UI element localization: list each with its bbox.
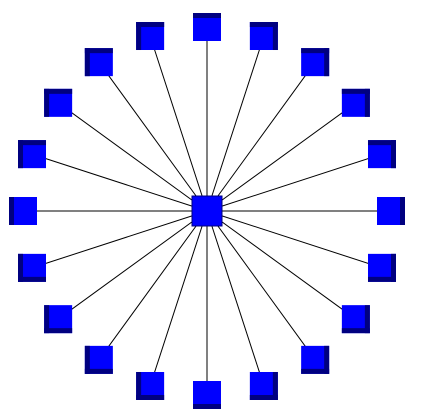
node-16-shade-0 (18, 140, 24, 169)
node-12-shade-0 (84, 345, 90, 374)
node-0-shade-0 (193, 13, 221, 18)
edge-13 (57, 210, 208, 320)
edge-9 (206, 210, 265, 387)
node-11 (136, 371, 165, 400)
node-17-shade-0 (44, 88, 50, 117)
node-9-shade-0 (272, 371, 278, 400)
node-3 (341, 88, 370, 117)
hub-layer (191, 195, 223, 227)
node-11-shade-1 (136, 394, 165, 400)
node-11-shade-0 (136, 371, 142, 400)
node-7-shade-0 (364, 305, 370, 334)
node-8 (301, 345, 330, 374)
node-2-shade-0 (324, 48, 330, 77)
node-12 (84, 345, 113, 374)
node-15 (9, 197, 37, 225)
node-6-shade-1 (367, 276, 396, 282)
node-18-shade-0 (84, 48, 90, 77)
node-4-shade-1 (367, 140, 396, 146)
edge-16 (31, 153, 208, 212)
edge-12 (98, 210, 208, 361)
node-9-shade-1 (249, 394, 278, 400)
node-18 (84, 48, 113, 77)
edge-2 (206, 61, 316, 212)
node-2 (301, 48, 330, 77)
node-17 (44, 88, 73, 117)
node-15-shade-0 (9, 197, 14, 225)
node-7 (341, 305, 370, 334)
node-1-shade-0 (272, 22, 278, 51)
edge-1 (206, 35, 265, 212)
edge-6 (206, 210, 383, 269)
node-7-shade-1 (341, 328, 370, 334)
edge-7 (206, 210, 357, 320)
node-9 (249, 371, 278, 400)
node-6-shade-0 (390, 253, 396, 282)
node-13-shade-0 (44, 305, 50, 334)
edge-layer (23, 27, 391, 395)
edge-18 (98, 61, 208, 212)
edge-17 (57, 102, 208, 212)
edge-19 (149, 35, 208, 212)
node-6 (367, 253, 396, 282)
node-3-shade-0 (364, 88, 370, 117)
node-12-shade-1 (84, 368, 113, 374)
node-layer (9, 13, 405, 409)
node-18-shade-1 (84, 48, 113, 54)
node-1-shade-1 (249, 22, 278, 28)
node-14-shade-0 (18, 253, 24, 282)
node-3-shade-1 (341, 88, 370, 94)
node-2-shade-1 (301, 48, 330, 54)
edge-3 (206, 102, 357, 212)
node-1 (249, 22, 278, 51)
node-17-shade-1 (44, 88, 73, 94)
edge-14 (31, 210, 208, 269)
hub-node (191, 195, 223, 227)
node-0 (193, 13, 221, 41)
node-13-shade-1 (44, 328, 73, 334)
node-8-shade-1 (301, 368, 330, 374)
node-13 (44, 305, 73, 334)
node-8-shade-0 (324, 345, 330, 374)
hub-node-face (192, 196, 222, 226)
node-10-shade-0 (193, 404, 221, 409)
node-16 (18, 140, 47, 169)
node-5 (377, 197, 405, 225)
edge-11 (149, 210, 208, 387)
node-19-shade-1 (136, 22, 165, 28)
edge-4 (206, 153, 383, 212)
node-19-shade-0 (136, 22, 142, 51)
hub-node-rim (191, 195, 223, 227)
edge-8 (206, 210, 316, 361)
node-4 (367, 140, 396, 169)
node-5-shade-0 (400, 197, 405, 225)
node-4-shade-0 (390, 140, 396, 169)
node-10 (193, 381, 221, 409)
node-14 (18, 253, 47, 282)
node-19 (136, 22, 165, 51)
node-14-shade-1 (18, 276, 47, 282)
node-16-shade-1 (18, 140, 47, 146)
